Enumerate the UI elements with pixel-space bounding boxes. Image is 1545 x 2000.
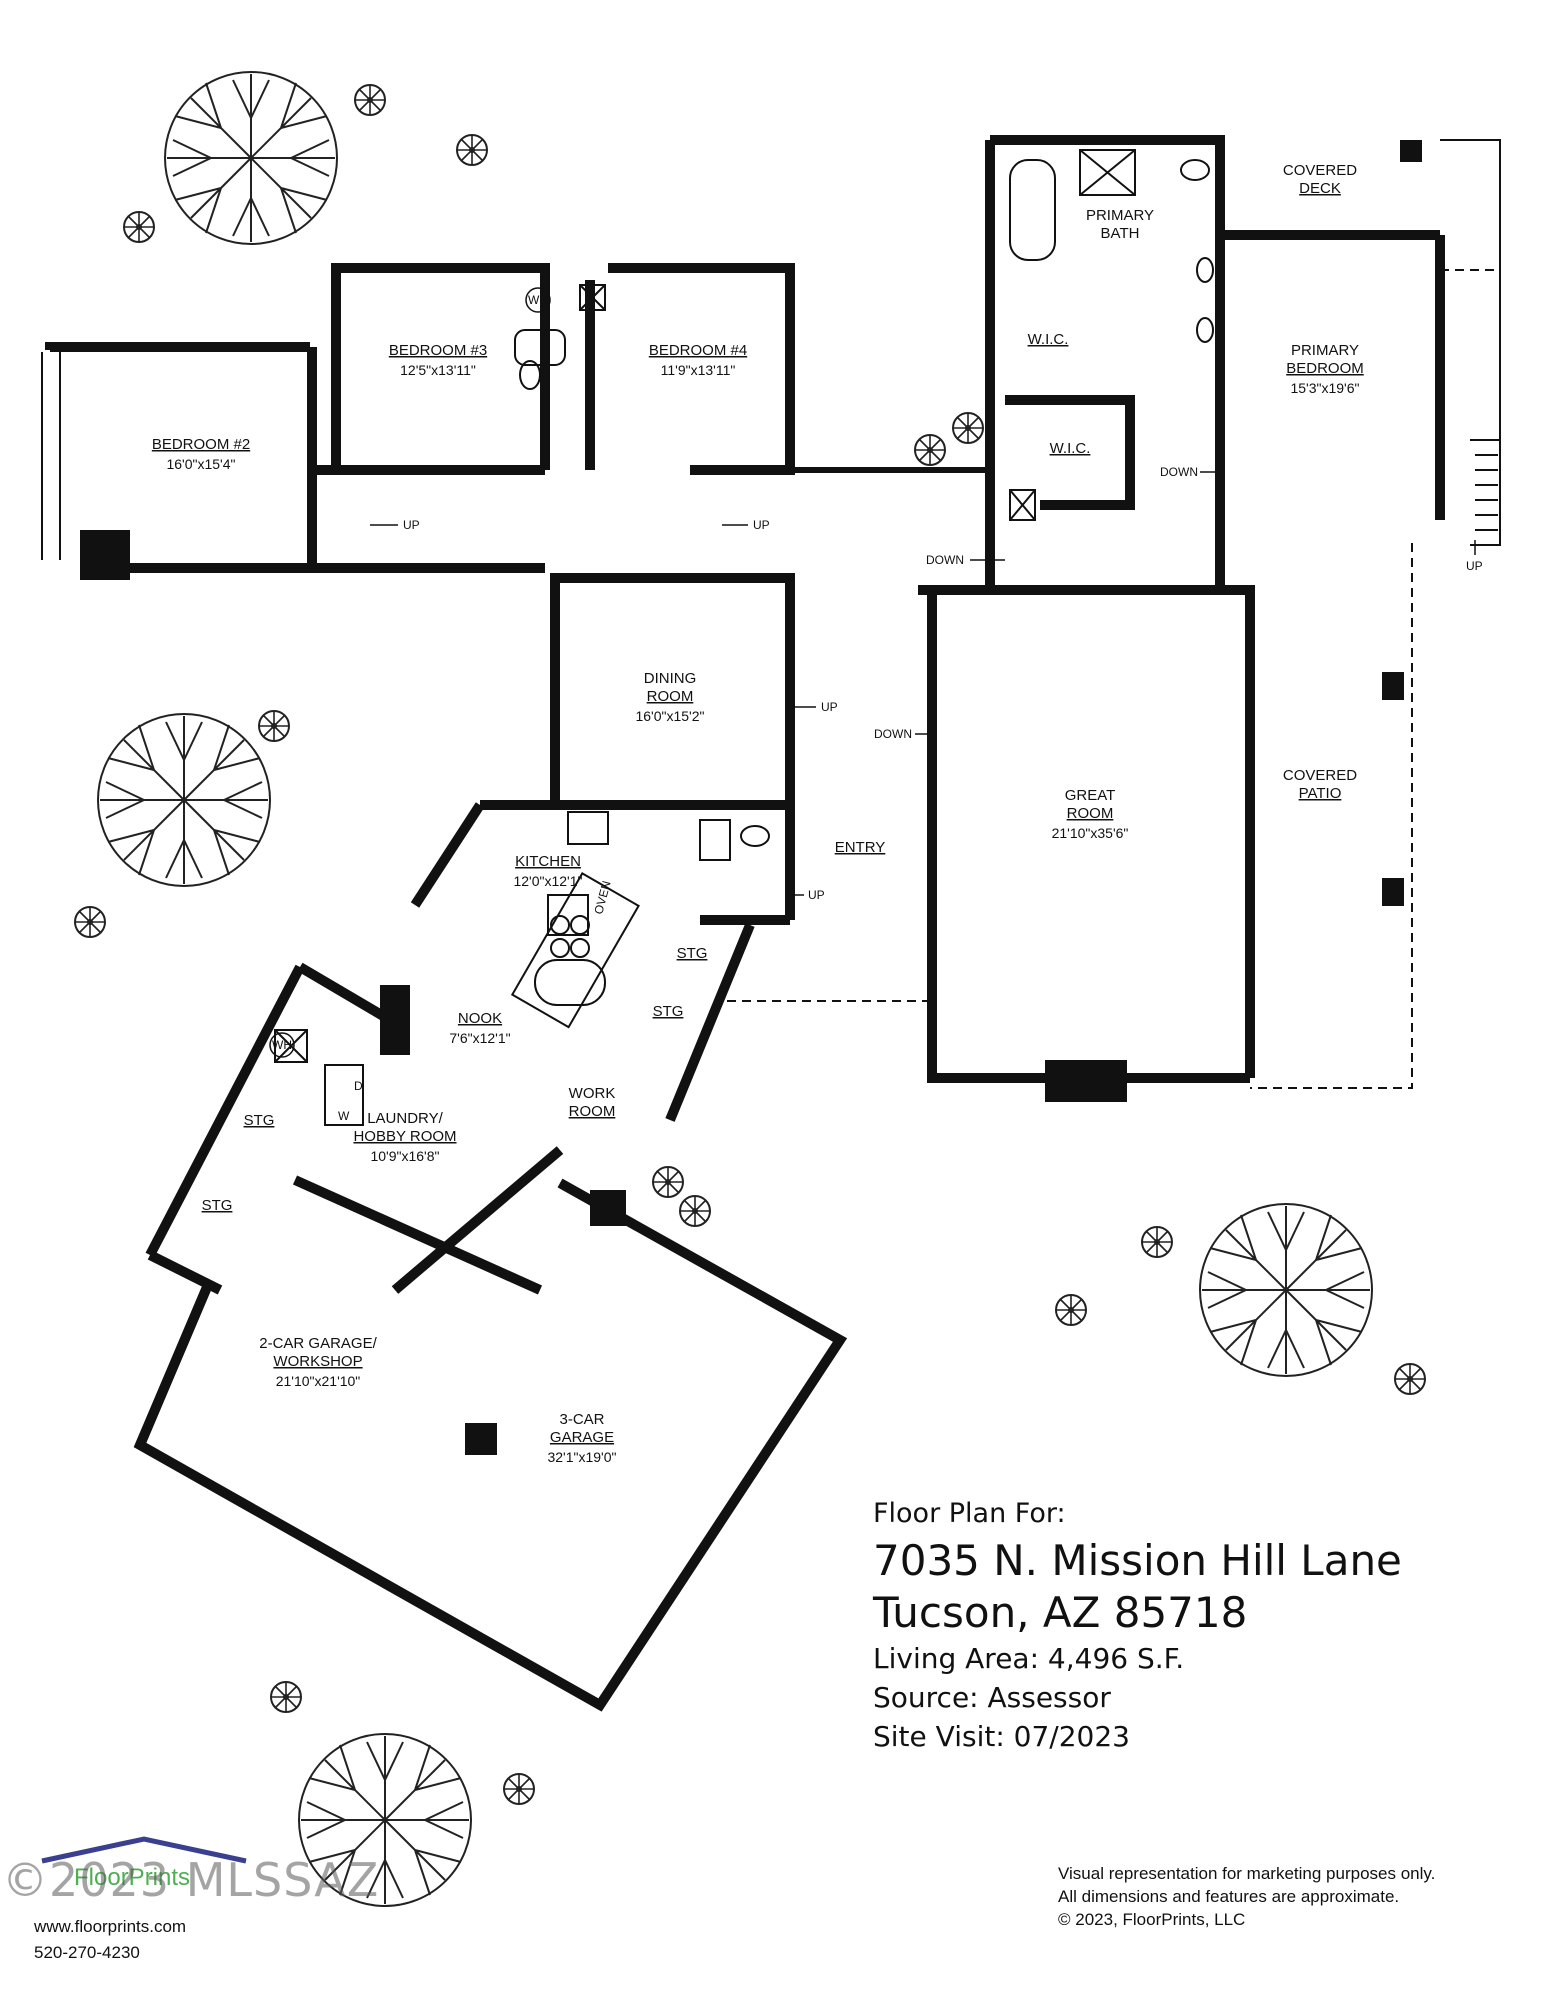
room-wic-1: W.I.C. xyxy=(1028,331,1069,348)
room-bedroom-3: BEDROOM #3 12'5"x13'11" xyxy=(389,342,487,378)
mls-watermark: ©2023 MLSSAZ xyxy=(2,1853,380,1907)
room-work-room: WORK ROOM xyxy=(569,1085,616,1120)
logo-text: FloorPrints xyxy=(74,1864,190,1891)
svg-text:16'0"x15'4": 16'0"x15'4" xyxy=(166,456,235,472)
svg-text:7'6"x12'1": 7'6"x12'1" xyxy=(449,1030,510,1046)
room-stg-4: STG xyxy=(202,1197,233,1214)
fixture-labels: WH WH OVEN D W xyxy=(269,287,614,1123)
svg-text:BEDROOM #4: BEDROOM #4 xyxy=(649,342,747,359)
disclaimer-line-1: Visual representation for marketing purp… xyxy=(1058,1864,1436,1883)
disclaimer-line-3: © 2023, FloorPrints, LLC xyxy=(1058,1910,1246,1929)
room-covered-deck: COVERED DECK xyxy=(1283,162,1357,197)
svg-text:BEDROOM: BEDROOM xyxy=(1286,360,1364,377)
svg-text:GREAT: GREAT xyxy=(1065,787,1116,804)
svg-text:WORK: WORK xyxy=(569,1085,616,1102)
down-arrow-primary: DOWN xyxy=(1160,465,1198,479)
svg-text:NOOK: NOOK xyxy=(458,1010,502,1027)
room-primary-bedroom: PRIMARY BEDROOM 15'3"x19'6" xyxy=(1286,342,1364,396)
floor-plan-info: Floor Plan For: 7035 N. Mission Hill Lan… xyxy=(873,1498,1513,1756)
room-dining: DINING ROOM 16'0"x15'2" xyxy=(635,670,704,724)
brand-block: FloorPrints ©2023 MLSSAZ www.floorprints… xyxy=(2,1835,410,1995)
columns xyxy=(80,140,1422,1455)
svg-text:ROOM: ROOM xyxy=(647,688,694,705)
living-area: Living Area: 4,496 S.F. xyxy=(873,1642,1185,1675)
room-covered-patio: COVERED PATIO xyxy=(1283,767,1357,802)
up-arrow-deck: UP xyxy=(1466,559,1483,573)
source: Source: Assessor xyxy=(873,1681,1111,1714)
svg-text:12'5"x13'11": 12'5"x13'11" xyxy=(400,362,476,378)
room-bedroom-2: BEDROOM #2 16'0"x15'4" xyxy=(152,436,250,472)
svg-text:KITCHEN: KITCHEN xyxy=(515,853,581,870)
svg-text:BATH: BATH xyxy=(1101,225,1140,242)
svg-text:16'0"x15'2": 16'0"x15'2" xyxy=(635,708,704,724)
room-great-room: GREAT ROOM 21'10"x35'6" xyxy=(1052,787,1129,841)
room-kitchen: KITCHEN 12'0"x12'1" xyxy=(513,853,582,889)
up-arrow-entry: UP xyxy=(808,888,825,902)
room-entry: ENTRY xyxy=(835,839,886,856)
walls xyxy=(45,135,1445,1712)
svg-text:DINING: DINING xyxy=(644,670,697,687)
svg-text:COVERED: COVERED xyxy=(1283,767,1357,784)
svg-text:WORKSHOP: WORKSHOP xyxy=(273,1353,362,1370)
svg-text:2-CAR GARAGE/: 2-CAR GARAGE/ xyxy=(259,1335,377,1352)
svg-text:GARAGE: GARAGE xyxy=(550,1429,614,1446)
dryer-label: D xyxy=(354,1079,363,1093)
site-visit: Site Visit: 07/2023 xyxy=(873,1720,1130,1753)
floorprints-logo-icon: FloorPrints xyxy=(41,1836,247,1891)
oven-label: OVEN xyxy=(591,879,613,915)
brand-phone: 520-270-4230 xyxy=(34,1943,140,1962)
room-stg-2: STG xyxy=(653,1003,684,1020)
svg-text:PRIMARY: PRIMARY xyxy=(1291,342,1359,359)
fixtures xyxy=(274,149,1214,1126)
svg-text:BEDROOM #3: BEDROOM #3 xyxy=(389,342,487,359)
svg-text:12'0"x12'1": 12'0"x12'1" xyxy=(513,873,582,889)
brand-url[interactable]: www.floorprints.com xyxy=(34,1917,187,1936)
svg-text:PRIMARY: PRIMARY xyxy=(1086,207,1154,224)
room-stg-1: STG xyxy=(677,945,708,962)
room-primary-bath: PRIMARY BATH xyxy=(1086,207,1154,242)
room-nook: NOOK 7'6"x12'1" xyxy=(449,1010,510,1046)
svg-text:BEDROOM #2: BEDROOM #2 xyxy=(152,436,250,453)
room-stg-3: STG xyxy=(244,1112,275,1129)
svg-text:HOBBY ROOM: HOBBY ROOM xyxy=(353,1128,456,1145)
svg-text:11'9"x13'11": 11'9"x13'11" xyxy=(661,362,736,378)
up-arrow-bedroom-2: UP xyxy=(403,518,420,532)
room-garage-3: 3-CAR GARAGE 32'1"x19'0" xyxy=(547,1411,616,1465)
room-laundry: LAUNDRY/ HOBBY ROOM 10'9"x16'8" xyxy=(353,1110,456,1164)
stair-arrows: UP UP UP UP UP DOWN DOWN DOWN xyxy=(370,465,1483,902)
address-line-1: 7035 N. Mission Hill Lane xyxy=(873,1536,1402,1585)
svg-text:LAUNDRY/: LAUNDRY/ xyxy=(367,1110,443,1127)
info-heading: Floor Plan For: xyxy=(873,1498,1066,1529)
svg-text:COVERED: COVERED xyxy=(1283,162,1357,179)
water-heater-label-2: WH xyxy=(272,1038,292,1052)
down-arrow-wic: DOWN xyxy=(926,553,964,567)
svg-text:3-CAR: 3-CAR xyxy=(559,1411,604,1428)
patio-lines xyxy=(41,139,1501,1089)
svg-text:ROOM: ROOM xyxy=(569,1103,616,1120)
up-arrow-dining: UP xyxy=(821,700,838,714)
room-garage-2: 2-CAR GARAGE/ WORKSHOP 21'10"x21'10" xyxy=(259,1335,377,1389)
down-arrow-great-room: DOWN xyxy=(874,727,912,741)
svg-text:DECK: DECK xyxy=(1299,180,1341,197)
room-wic-2: W.I.C. xyxy=(1050,440,1091,457)
room-bedroom-4: BEDROOM #4 11'9"x13'11" xyxy=(649,342,747,378)
svg-text:32'1"x19'0": 32'1"x19'0" xyxy=(547,1449,616,1465)
svg-text:21'10"x35'6": 21'10"x35'6" xyxy=(1052,825,1129,841)
svg-text:15'3"x19'6": 15'3"x19'6" xyxy=(1290,380,1359,396)
svg-text:ROOM: ROOM xyxy=(1067,805,1114,822)
disclaimer-line-2: All dimensions and features are approxim… xyxy=(1058,1887,1400,1906)
svg-text:10'9"x16'8": 10'9"x16'8" xyxy=(370,1148,439,1164)
disclaimer: Visual representation for marketing purp… xyxy=(1058,1862,1528,1931)
address-line-2: Tucson, AZ 85718 xyxy=(873,1588,1248,1637)
up-arrow-bedroom-4: UP xyxy=(753,518,770,532)
water-heater-label-1: WH xyxy=(528,293,548,307)
svg-text:PATIO: PATIO xyxy=(1299,785,1342,802)
room-labels: BEDROOM #2 16'0"x15'4" BEDROOM #3 12'5"x… xyxy=(152,162,1364,1465)
svg-text:21'10"x21'10": 21'10"x21'10" xyxy=(276,1373,361,1389)
washer-label: W xyxy=(338,1109,350,1123)
